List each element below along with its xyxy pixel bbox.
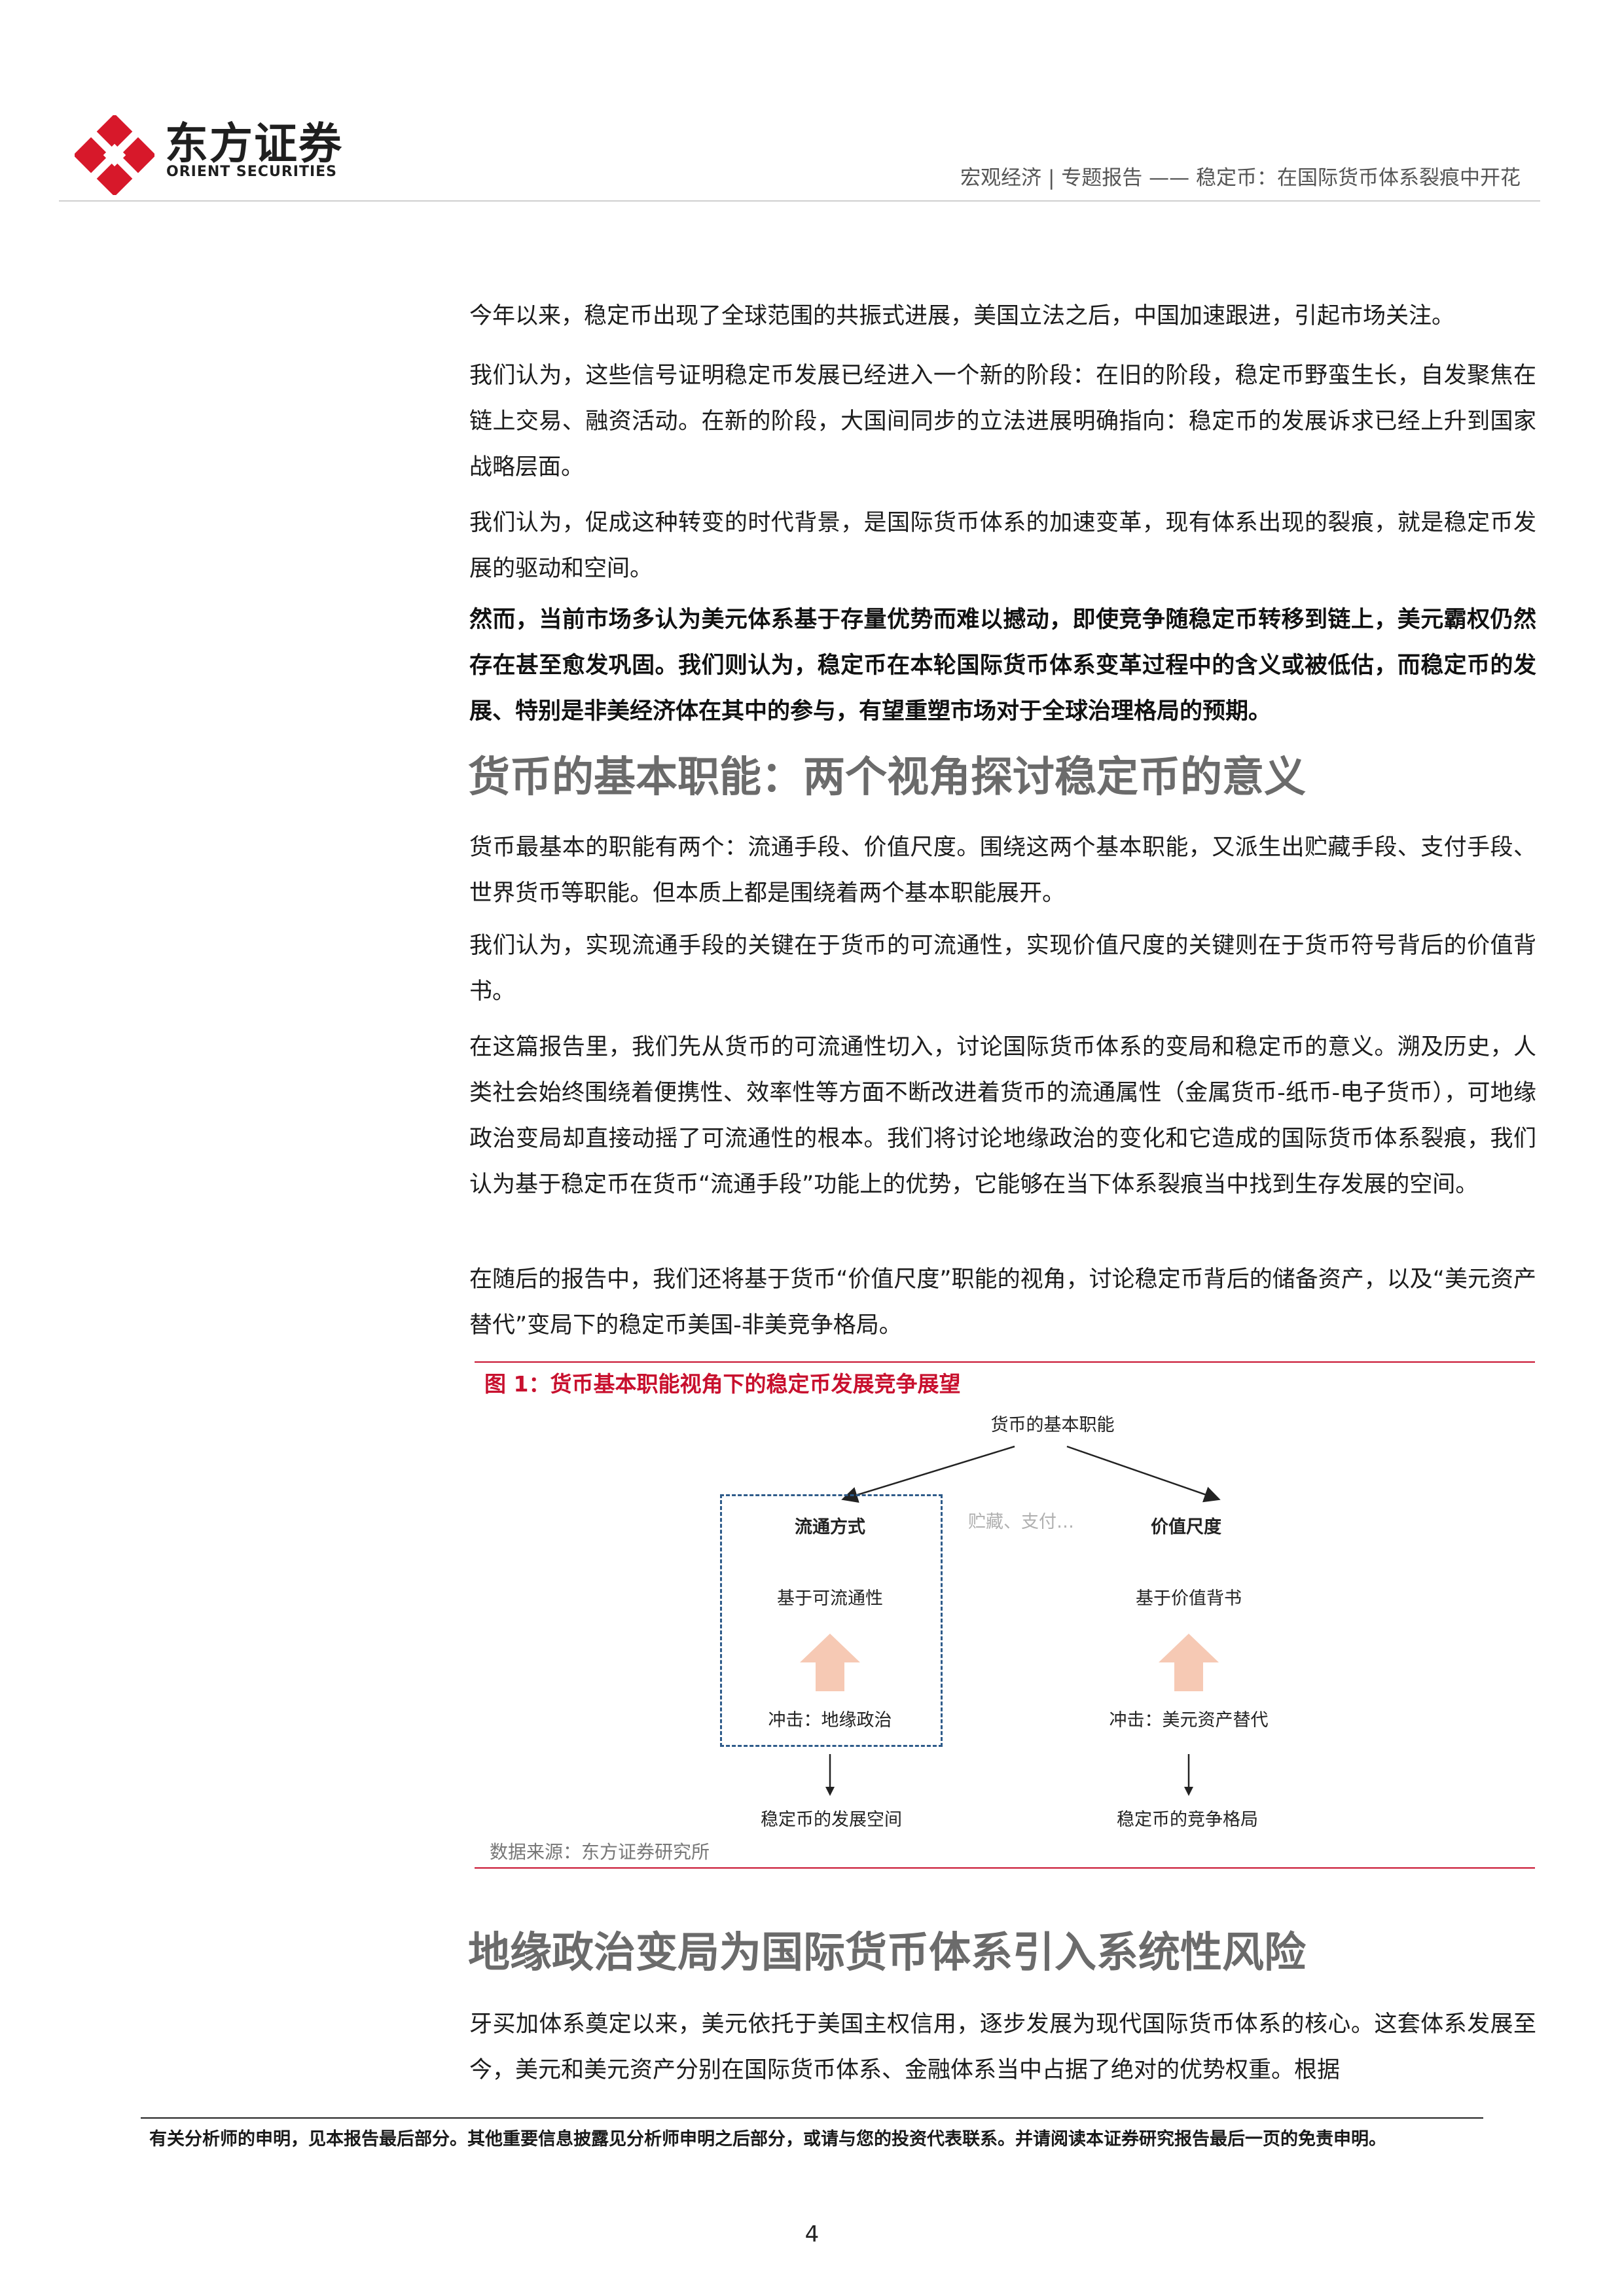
paragraph: 我们认为，这些信号证明稳定币发展已经进入一个新的阶段：在旧的阶段，稳定币野蛮生长… xyxy=(469,363,1536,480)
report-category: 宏观经济 | 专题报告 —— 稳定币：在国际货币体系裂痕中开花 xyxy=(960,166,1521,190)
paragraph: 我们认为，实现流通手段的关键在于货币的可流通性，实现价值尺度的关键则在于货币符号… xyxy=(469,933,1536,1005)
paragraph-bold: 然而，当前市场多认为美元体系基于存量优势而难以撼动，即使竞争随稳定币转移到链上，… xyxy=(469,607,1536,725)
diagram-right-title: 价值尺度 xyxy=(1151,1517,1221,1537)
diagram-left-basis: 基于可流通性 xyxy=(777,1588,883,1609)
paragraph: 牙买加体系奠定以来，美元依托于美国主权信用，逐步发展为现代国际货币体系的核心。这… xyxy=(469,2011,1536,2083)
diagram-branch-arrows xyxy=(841,1445,1221,1503)
footer-divider xyxy=(141,2117,1483,2119)
up-arrow-icon xyxy=(800,1634,860,1691)
diagram-left-title: 流通方式 xyxy=(795,1517,865,1537)
diagram-middle-label: 贮藏、支付… xyxy=(968,1512,1074,1532)
down-arrow-icon xyxy=(825,1754,835,1796)
logo-text-cn: 东方证券 xyxy=(165,118,343,169)
figure-caption: 图 1：货币基本职能视角下的稳定币发展竞争展望 xyxy=(484,1371,961,1397)
diagram-right-basis: 基于价值背书 xyxy=(1136,1588,1242,1609)
figure-source: 数据来源：东方证券研究所 xyxy=(490,1841,710,1863)
diagram-right-shock: 冲击：美元资产替代 xyxy=(1109,1710,1269,1731)
figure-bottom-rule xyxy=(475,1867,1535,1869)
diagram-left-outcome: 稳定币的发展空间 xyxy=(761,1810,902,1830)
page-number: 4 xyxy=(804,2221,820,2248)
paragraph: 在这篇报告里，我们先从货币的可流通性切入，讨论国际货币体系的变局和稳定币的意义。… xyxy=(469,1034,1536,1198)
paragraph: 我们认为，促成这种转变的时代背景，是国际货币体系的加速变革，现有体系出现的裂痕，… xyxy=(469,510,1536,582)
orient-logo-icon xyxy=(75,115,154,195)
header-divider xyxy=(59,200,1540,202)
up-arrow-icon xyxy=(1159,1634,1219,1691)
diagram-root-node: 货币的基本职能 xyxy=(990,1415,1115,1435)
diagram-left-shock: 冲击：地缘政治 xyxy=(768,1710,892,1731)
liquidity-focus-box xyxy=(720,1494,943,1747)
down-arrow-icon xyxy=(1184,1754,1193,1796)
paragraph: 在随后的报告中，我们还将基于货币“价值尺度”职能的视角，讨论稳定币背后的储备资产… xyxy=(469,1266,1536,1338)
section-heading: 地缘政治变局为国际货币体系引入系统性风险 xyxy=(468,1929,1306,1977)
paragraph: 今年以来，稳定币出现了全球范围的共振式进展，美国立法之后，中国加速跟进，引起市场… xyxy=(469,303,1455,329)
figure-top-rule xyxy=(475,1361,1535,1363)
paragraph: 货币最基本的职能有两个：流通手段、价值尺度。围绕这两个基本职能，又派生出贮藏手段… xyxy=(469,834,1536,906)
diagram-right-outcome: 稳定币的竞争格局 xyxy=(1117,1810,1258,1830)
section-heading: 货币的基本职能：两个视角探讨稳定币的意义 xyxy=(468,753,1306,802)
logo-text-en: ORIENT SECURITIES xyxy=(166,164,338,180)
footer-disclaimer: 有关分析师的申明，见本报告最后部分。其他重要信息披露见分析师申明之后部分，或请与… xyxy=(149,2129,1386,2149)
